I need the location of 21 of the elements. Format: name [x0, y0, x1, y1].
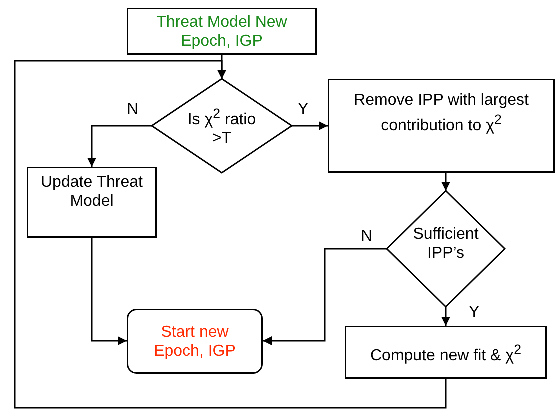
- arrow: [292, 122, 328, 130]
- process-box: [345, 326, 547, 379]
- arrow: [88, 125, 152, 167]
- decision-diamond: [152, 79, 292, 173]
- arrow: [442, 307, 450, 326]
- arrow: [263, 248, 387, 346]
- decision-diamond: [387, 191, 505, 307]
- node-text: Sufficient IPP’s: [412, 225, 480, 263]
- terminal-box: [127, 309, 263, 374]
- node-text: Start new Epoch, IGP: [153, 322, 237, 360]
- node-text: Is χ$^{2}$ ratio >T: [187, 104, 257, 148]
- process-box: [27, 167, 157, 238]
- arrow: [91, 238, 127, 346]
- process-box: [328, 79, 555, 173]
- node-text: Threat Model New Epoch, IGP: [156, 12, 288, 50]
- start-box: [127, 8, 317, 55]
- node-text: Update Threat Model: [40, 172, 144, 210]
- node-text: Remove IPP with largest contribution to χ$^{2}$: [353, 90, 530, 136]
- arrow: [442, 173, 450, 191]
- node-text: Compute new fit & χ$^{2}$: [370, 340, 522, 366]
- arrow: [14, 60, 447, 409]
